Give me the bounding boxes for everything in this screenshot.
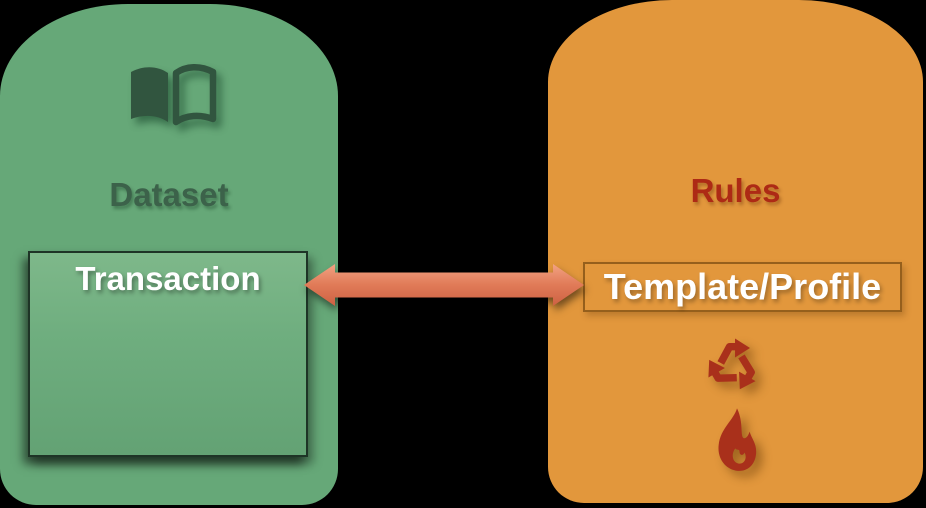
transaction-label: Transaction (75, 260, 261, 297)
double-arrow-connector (304, 264, 584, 306)
dataset-title: Dataset (109, 176, 229, 213)
template-profile-box: Template/Profile (583, 262, 902, 312)
transaction-box: Transaction (28, 251, 308, 457)
open-book-icon (131, 64, 217, 126)
template-profile-label: Template/Profile (603, 266, 882, 307)
dataset-panel: Dataset Transaction (0, 4, 338, 505)
rules-title: Rules (690, 172, 781, 209)
flame-icon (718, 408, 757, 471)
recycle-icon (708, 338, 756, 390)
